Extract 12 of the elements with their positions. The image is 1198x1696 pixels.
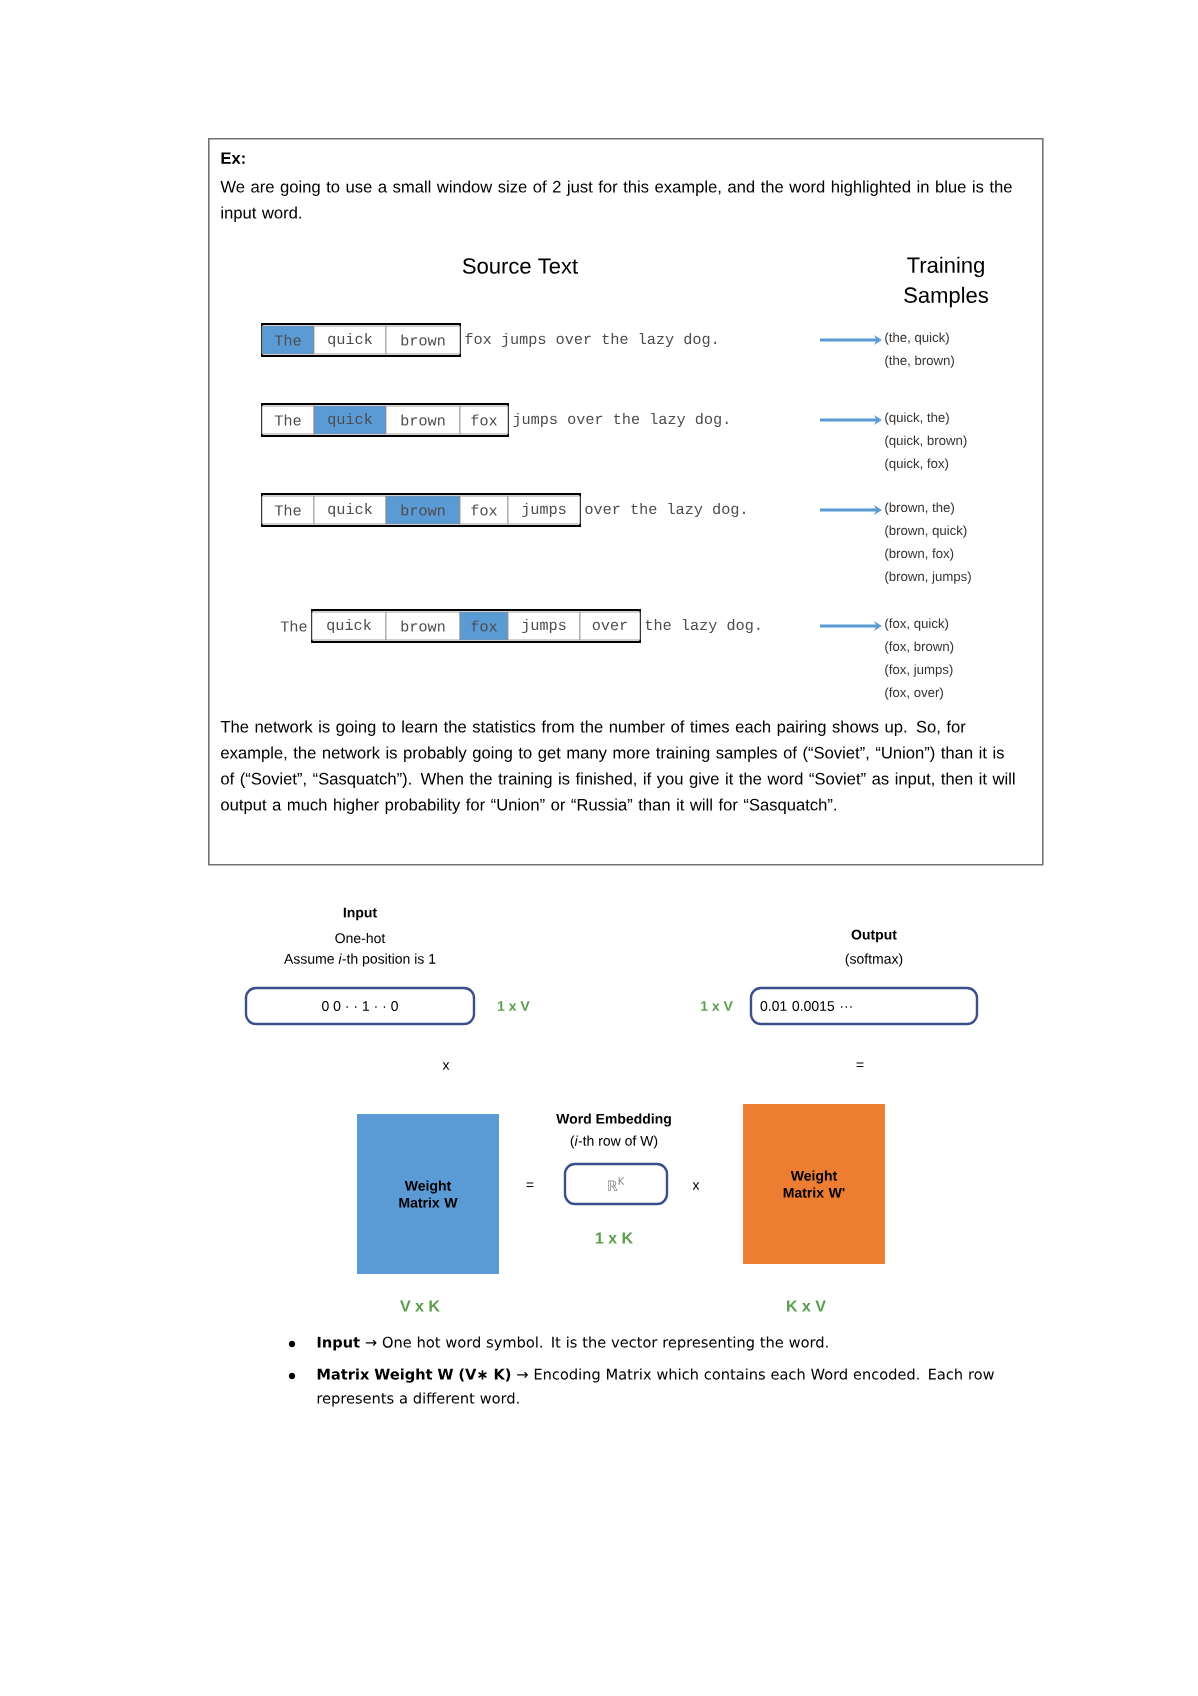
window-box (261, 323, 461, 357)
samples-heading: Training Samples (904, 256, 988, 308)
source-heading: Source Text (462, 258, 578, 274)
window-box (311, 609, 641, 643)
window-box (261, 493, 581, 527)
dimension-text: K x V (787, 1300, 826, 1312)
dimension-text: 1 x K (595, 1232, 633, 1244)
paragraph: The network is going to learn the statistics from the number of times each pairing shows up. So, for example, the network is probably going to get many more training samples of (“Soviet”, “Union”) than it is of (“Soviet”, “Sasquatch”). When the training is finished, if you give it the word “Soviet” as input, then it will output a much higher probability for “Union” or “Russia” than it will for “Sasquatch”. (220, 720, 1015, 814)
dimension-text: V x K (400, 1300, 440, 1312)
heading: Ex: (221, 152, 245, 164)
window-box (261, 403, 509, 437)
paragraph: We are going to use a small window size of 2 just for this example, and the word highlighted in blue is the input word. (220, 180, 1012, 222)
